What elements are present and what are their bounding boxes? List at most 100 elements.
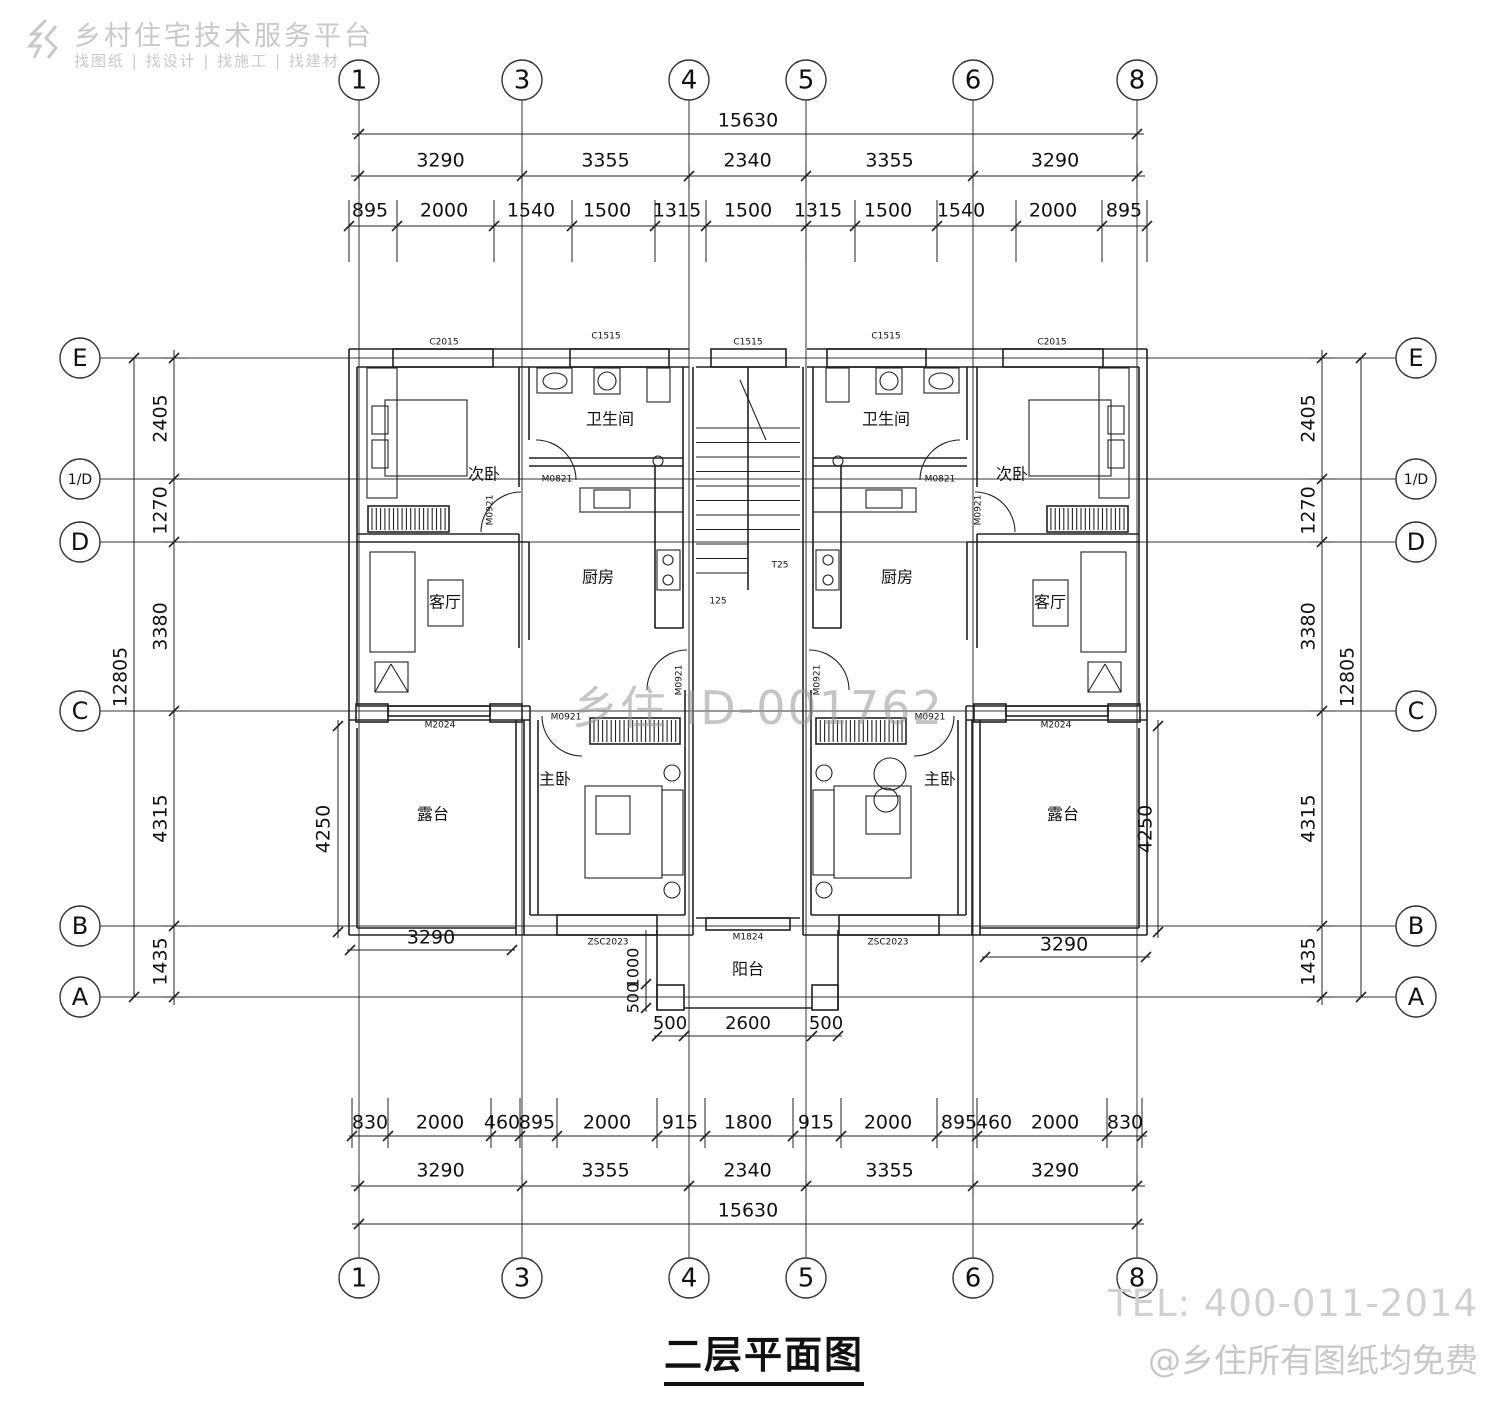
door-tag: M1824 [733,933,764,943]
dim-value: 895 [519,1112,555,1134]
room-label: 厨房 [881,568,913,587]
watermark-id: 乡住 ID-001762 [572,681,944,735]
axis-label-h: D [1407,528,1425,556]
dim-tick [1355,352,1367,364]
door-tag: M0921 [974,495,984,526]
axis-bubble [952,1257,994,1299]
wardrobe [367,505,450,533]
floor-drain-icon [652,455,664,467]
dim-value: 1435 [1298,937,1320,985]
axis-label-h: E [72,344,87,372]
window-c2015 [392,348,494,368]
dim-tick [332,926,344,938]
door-swing-bath [535,439,577,481]
burner-icon [662,554,674,566]
dim-value: 3355 [865,150,913,172]
balcony-column [656,984,685,1011]
dim-tick [1140,951,1152,963]
washing-machine-drum [879,371,899,391]
axis-label-v: 4 [681,66,698,96]
door-swing-kitchen [808,649,850,691]
axis-label-h: D [71,528,89,556]
axis-bubble [338,59,380,101]
dim-value: 460 [976,1112,1012,1134]
window-c1515 [569,348,670,368]
axis-bubble [1395,976,1437,1018]
dim-value: 2340 [723,150,771,172]
axis-label-h: 1/D [68,472,92,488]
room-label: 卫生间 [862,410,910,429]
stair-break-line [739,379,767,441]
axis-label-v: 5 [798,66,815,96]
pillow [371,405,389,435]
axis-bubble [1395,521,1437,563]
washbasin [536,367,573,394]
coffee-table [1032,579,1069,627]
room-label: 主卧 [539,770,571,789]
drawing-title: 二层平面图 [664,1324,865,1386]
door-tag: M2024 [425,721,456,731]
dim-value: 2340 [723,1160,771,1182]
dim-tick [128,991,140,1003]
dim-value: 2000 [416,1112,464,1134]
dim-value: 3290 [1031,150,1079,172]
room-label: 主卧 [924,770,956,789]
plant-icon [873,757,907,791]
column [1107,703,1141,723]
dim-value: 1315 [653,200,701,222]
tv-cabinet [1087,661,1122,693]
dim-value: 3290 [1031,1160,1079,1182]
dim-value: 915 [662,1112,698,1134]
door-tag: M0821 [542,475,573,485]
pillow [1107,439,1125,469]
burner-icon [822,554,834,566]
axis-label-h: B [1408,912,1424,940]
axis-bubble [501,1257,543,1299]
pillow [371,439,389,469]
dim-value: 2405 [150,394,172,442]
axis-label-v: 8 [1129,1264,1146,1294]
dim-value: 2000 [1031,1112,1079,1134]
dim-value: 1500 [583,200,631,222]
pillow [865,795,901,835]
room-label: 卫生间 [586,410,634,429]
bedside-cabinet [1098,367,1130,499]
dim-value: 3290 [416,1160,464,1182]
balcony-column [811,984,839,1011]
axis-bubble [59,690,101,732]
watermark-free-note: @乡住所有图纸均免费 [1148,1341,1478,1380]
axis-label-h: E [1408,344,1423,372]
axis-bubble [785,1257,827,1299]
door-tag: M0921 [675,665,685,696]
dim-value: 830 [1107,1112,1143,1134]
counter [654,511,684,629]
axis-bubble [668,1257,710,1299]
dim-tick [1131,128,1143,140]
coffee-table [427,579,464,627]
dim-value: 895 [941,1112,977,1134]
column [973,703,1007,723]
axis-bubble [59,905,101,947]
bedside-cabinet [366,367,398,499]
dim-tick [640,1002,652,1014]
axis-bubble [1116,59,1158,101]
column [355,703,389,723]
window-tag: C1515 [733,338,762,348]
stair-tag: T25 [771,561,789,571]
floor-drain-icon [832,455,844,467]
dimension-lines [128,128,1367,1230]
axis-label-h: C [1408,697,1425,725]
stove [656,549,681,591]
dim-tick [1152,720,1164,732]
room-label: 露台 [1047,805,1079,824]
toilet [825,367,850,403]
stair-tag: 125 [709,597,726,607]
dim-value: 3290 [407,927,455,949]
dim-value: 4315 [1298,794,1320,842]
door-tag: M0921 [813,665,823,696]
dim-value: 500 [809,1013,843,1034]
axis-bubble [785,59,827,101]
door-swing-bedroom [974,491,1016,533]
